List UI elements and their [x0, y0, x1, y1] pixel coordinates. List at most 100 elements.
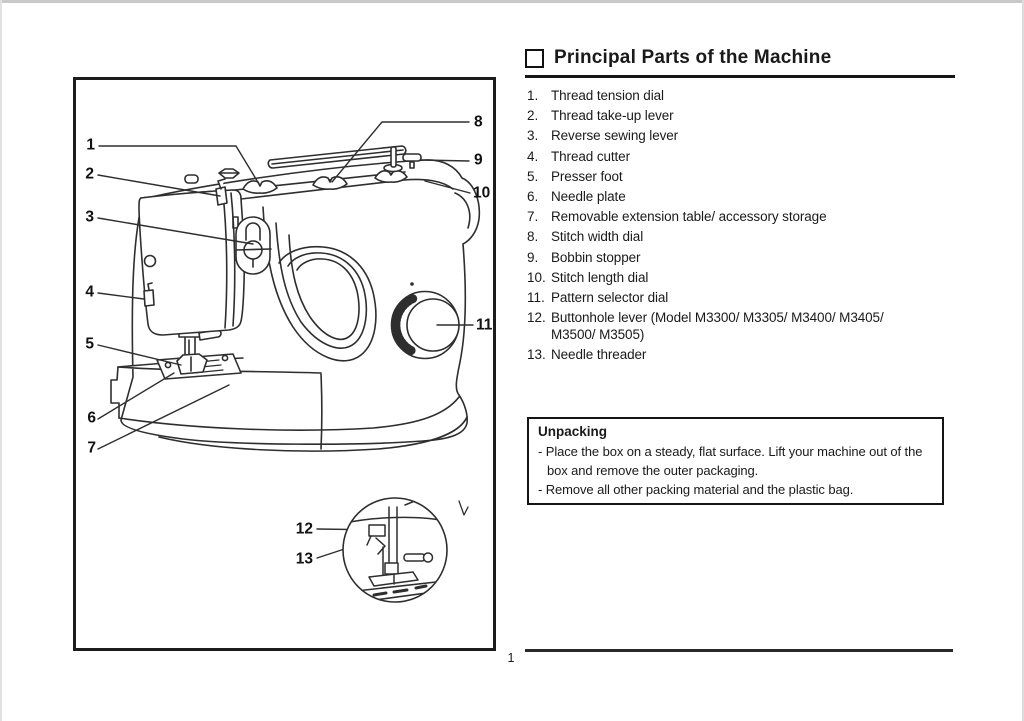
parts-list-item: 12. Buttonhole lever (Model M3300/ M3305…	[527, 310, 957, 343]
diagram-label-7: 7	[87, 440, 96, 457]
stitch-width-dial-top	[312, 176, 348, 190]
extension-table-seam	[320, 373, 323, 450]
thread-cutter	[143, 282, 155, 307]
part-number: 5.	[527, 168, 539, 184]
bullet-dash: -	[538, 482, 543, 497]
page-number: 1	[507, 651, 515, 665]
presser-foot-shape	[176, 353, 208, 375]
parts-list-item: 8. Stitch width dial	[527, 229, 957, 246]
parts-list: 1. Thread tension dial 2. Thread take-up…	[527, 88, 957, 367]
face-plate-slot	[232, 216, 239, 229]
part-number: 7.	[527, 209, 539, 225]
diagram-label-12: 12	[296, 521, 313, 538]
parts-list-item: 2. Thread take-up lever	[527, 108, 957, 125]
parts-list-item: 4. Thread cutter	[527, 149, 957, 166]
diagram-label-8: 8	[474, 114, 483, 131]
diagram-label-9: 9	[474, 152, 483, 169]
handwheel-housing-bump	[454, 192, 471, 229]
part-number: 6.	[527, 188, 539, 204]
pattern-dial-dot	[410, 282, 414, 286]
unpacking-box: Unpacking - Place the box on a steady, f…	[527, 417, 944, 505]
stitch-length-dial-top	[374, 170, 408, 183]
diagram-label-11: 11	[476, 317, 493, 334]
parts-list-item: 1. Thread tension dial	[527, 88, 957, 105]
machine-diagram-box: 1 2 3 4 5 6 7 8 9 10 11 12 13	[73, 77, 496, 651]
scan-edge-right	[1022, 0, 1024, 721]
part-label: Stitch width dial	[551, 229, 644, 245]
part-number: 13.	[527, 346, 546, 362]
bobbin-stopper-stem	[409, 161, 415, 169]
diagram-label-3: 3	[85, 209, 94, 226]
part-number: 1.	[527, 88, 539, 103]
inset-tick-mark	[458, 500, 469, 516]
part-label: Thread tension dial	[551, 88, 664, 103]
parts-list-item: 13. Needle threader	[527, 347, 957, 364]
section-title-row: Principal Parts of the Machine	[525, 47, 957, 69]
part-label: Thread take-up lever	[551, 108, 674, 124]
diagram-label-4: 4	[85, 284, 94, 301]
page-title: Principal Parts of the Machine	[554, 47, 832, 68]
take-up-lever	[215, 178, 228, 206]
parts-list-item: 9. Bobbin stopper	[527, 250, 957, 267]
reverse-lever-pin	[235, 248, 272, 268]
arm-contour-inner	[288, 234, 360, 341]
base-rim-upper	[118, 396, 460, 431]
parts-list-item: 3. Reverse sewing lever	[527, 128, 957, 145]
scan-edge-top	[0, 0, 1024, 3]
carry-handle-inner-line	[271, 149, 404, 165]
inset-contents	[344, 498, 446, 602]
part-number: 2.	[527, 108, 539, 124]
part-number: 9.	[527, 249, 539, 265]
top-bolt-cap	[218, 168, 240, 179]
spool-pin	[390, 146, 397, 168]
diagram-label-13: 13	[296, 551, 314, 568]
face-plate-screw	[143, 254, 157, 268]
checkbox-icon	[525, 48, 544, 68]
bobbin-stopper-cap	[402, 153, 422, 162]
diagram-label-5: 5	[85, 336, 94, 353]
scan-edge-left	[0, 0, 2, 721]
diagram-label-10: 10	[473, 185, 490, 202]
bullet-dash: -	[538, 444, 543, 459]
unpacking-text: Remove all other packing material and th…	[545, 482, 854, 497]
unpacking-text: Place the box on a steady, flat surface.…	[545, 444, 923, 478]
face-plate	[138, 189, 246, 336]
unpacking-item: - Remove all other packing material and …	[538, 480, 936, 499]
unpacking-title: Unpacking	[538, 424, 608, 439]
diagram-label-2: 2	[85, 166, 94, 183]
base-rim-lower	[158, 416, 468, 452]
parts-list-item: 7. Removable extension table/ accessory …	[527, 209, 957, 226]
diagram-label-1: 1	[86, 137, 95, 154]
diagram-label-6: 6	[87, 410, 96, 427]
parts-list-item: 5. Presser foot	[527, 169, 957, 186]
parts-list-item: 10. Stitch length dial	[527, 270, 957, 287]
leader-lines	[97, 121, 474, 559]
part-label: Stitch length dial	[551, 269, 649, 285]
part-number: 11.	[527, 289, 545, 305]
part-label: Reverse sewing lever	[551, 128, 679, 144]
tension-dial-top	[242, 180, 278, 194]
part-label: Pattern selector dial	[551, 289, 669, 305]
part-number: 4.	[527, 148, 539, 164]
parts-list-item: 6. Needle plate	[527, 189, 957, 206]
footer-rule	[525, 649, 953, 652]
needle-plate-screw-right	[221, 354, 229, 362]
part-label: Needle plate	[551, 188, 626, 204]
pattern-dial-knurl	[391, 294, 418, 356]
title-rule	[525, 75, 955, 78]
part-label: Buttonhole lever (Model M3300/ M3305/ M3…	[551, 310, 884, 342]
arm-contour-middle	[275, 222, 368, 349]
diagram-labels: 1 2 3 4 5 6 7 8 9 10 11 12 13	[85, 114, 492, 568]
parts-list-item: 11. Pattern selector dial	[527, 290, 957, 307]
reverse-lever-guide	[245, 222, 261, 241]
part-label: Needle threader	[551, 346, 647, 362]
part-label: Removable extension table/ accessory sto…	[551, 209, 827, 225]
face-plate-seam	[222, 192, 236, 329]
part-label: Thread cutter	[551, 148, 630, 164]
part-number: 3.	[527, 128, 539, 144]
part-number: 12.	[527, 310, 546, 326]
part-label: Presser foot	[551, 168, 623, 184]
arm-contour-outer	[262, 206, 377, 362]
inset-circle	[342, 497, 448, 603]
machine-illustration: 1 2 3 4 5 6 7 8 9 10 11 12 13	[85, 114, 493, 603]
